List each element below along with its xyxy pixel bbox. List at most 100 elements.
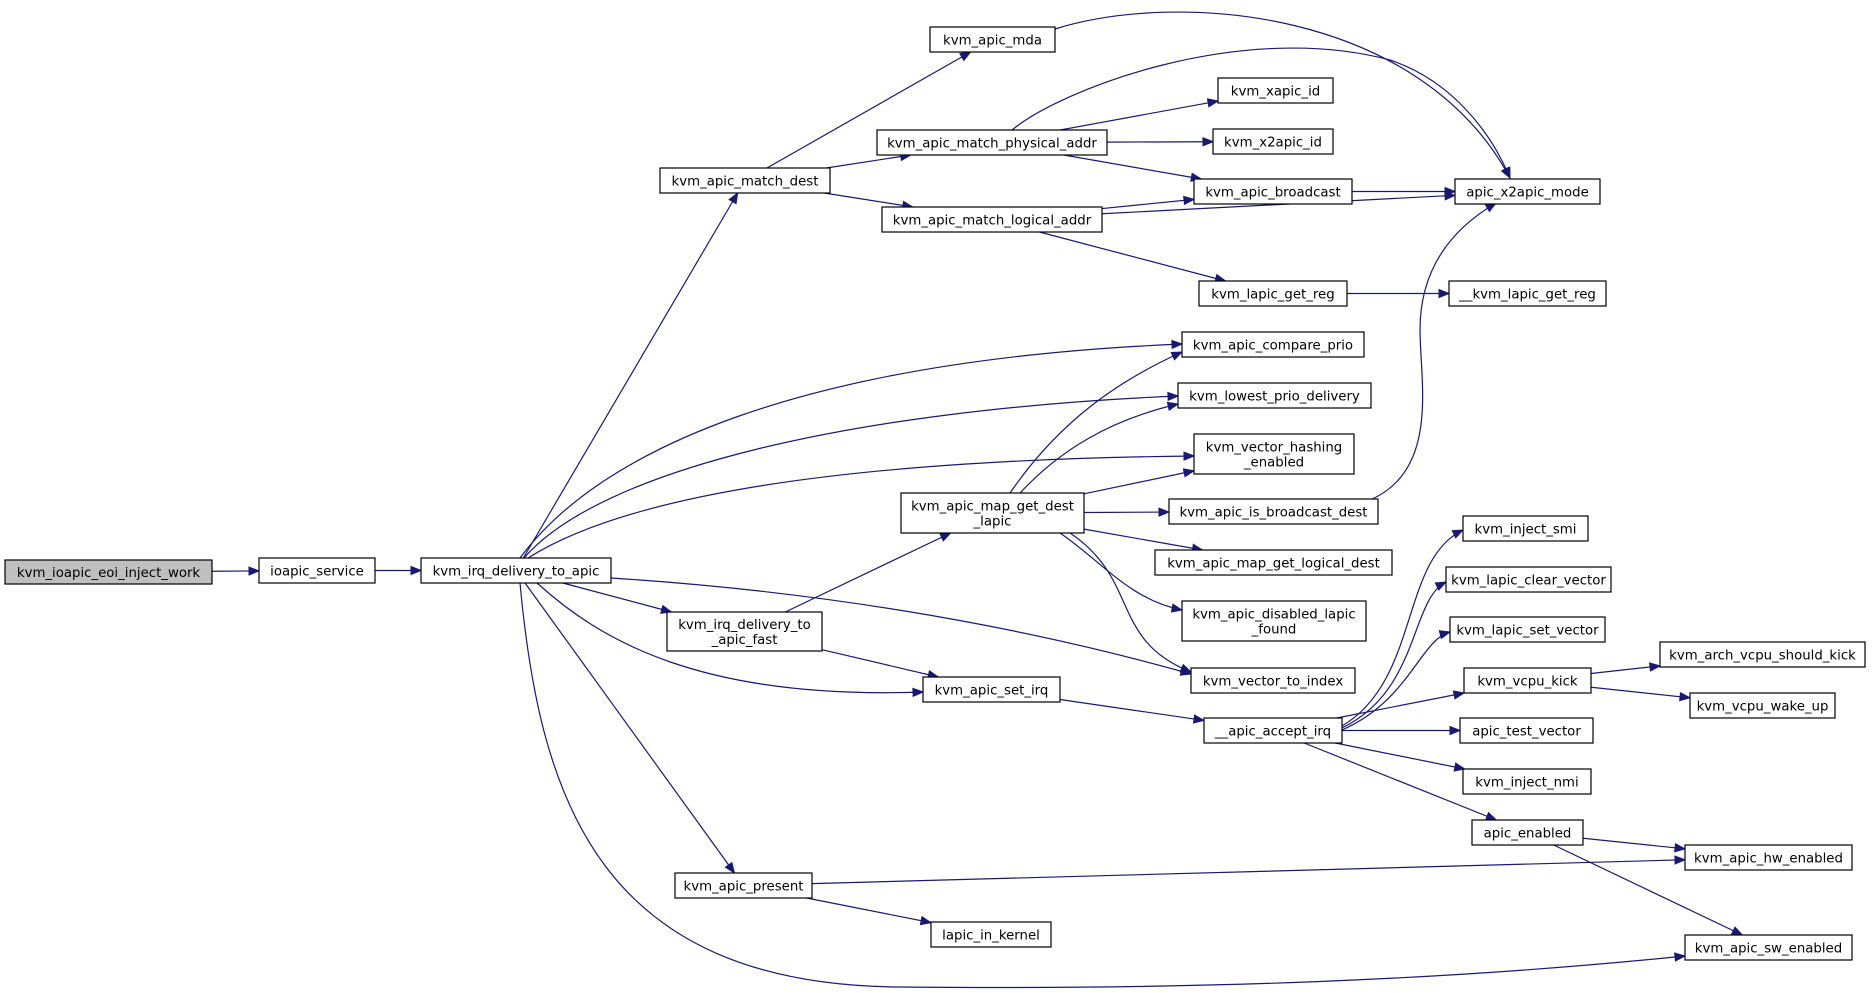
edge-line	[1054, 11, 1511, 179]
node-lapic-in-kernel[interactable]: lapic_in_kernel	[930, 921, 1052, 948]
node-kvm-lapic-clear-vector[interactable]: kvm_lapic_clear_vector	[1445, 566, 1612, 593]
edge-line	[1039, 231, 1226, 282]
edge-arrowhead	[1453, 762, 1467, 772]
edge-arrowhead	[1449, 725, 1462, 736]
node-box	[1193, 433, 1355, 475]
node-apic-x2apic-mode[interactable]: apic_x2apic_mode	[1454, 178, 1601, 205]
node-label: kvm_apic_disabled_lapic	[1192, 608, 1355, 623]
node-kvm-apic-sw-enabled[interactable]: kvm_apic_sw_enabled	[1684, 934, 1853, 961]
edge-arrowhead	[248, 566, 261, 576]
edge-line	[1341, 631, 1451, 731]
edge-__apic_accept_irq-to-kvm_lapic_set_vector	[1341, 630, 1452, 731]
edge-line	[524, 582, 735, 874]
node-label: kvm_apic_map_get_logical_dest	[1167, 557, 1380, 572]
node-kvm-apic-match-dest[interactable]: kvm_apic_match_dest	[659, 167, 831, 194]
node-kvm-apic-set-irq[interactable]: kvm_apic_set_irq	[922, 676, 1061, 703]
node-kvm-vector-hashing-enabled[interactable]: kvm_vector_hashing_enabled	[1193, 433, 1355, 475]
edge-kvm_apic_present-to-kvm_apic_hw_enabled	[811, 855, 1687, 885]
node-kvm-apic-present[interactable]: kvm_apic_present	[674, 872, 813, 899]
node-box	[1154, 549, 1393, 576]
node---kvm-lapic-get-reg[interactable]: __kvm_lapic_get_reg	[1448, 280, 1607, 307]
node-kvm-apic-mda[interactable]: kvm_apic_mda	[929, 26, 1056, 53]
node-box	[922, 676, 1061, 703]
node-label: kvm_apic_mda	[943, 34, 1042, 49]
node-box	[420, 557, 612, 584]
edge-kvm_irq_delivery_to_apic-to-kvm_apic_compare_prio	[519, 339, 1184, 559]
edge-line	[536, 582, 924, 694]
node-apic-enabled[interactable]: apic_enabled	[1471, 819, 1584, 846]
edge-kvm_apic_map_get_dest_lapic-to-kvm_apic_compare_prio	[1009, 351, 1184, 494]
edge-ioapic_service-to-kvm_irq_delivery_to_apic	[375, 565, 423, 576]
edge-__apic_accept_irq-to-apic_test_vector	[1342, 725, 1462, 736]
edge-kvm_irq_delivery_to_apic-to-kvm_lowest_prio_delivery	[523, 391, 1180, 559]
node-kvm-vcpu-wake-up[interactable]: kvm_vcpu_wake_up	[1689, 692, 1836, 719]
edge-kvm_apic_map_get_dest_lapic-to-kvm_vector_hashing_enabled	[1083, 468, 1196, 495]
node-box	[876, 129, 1108, 156]
edge-kvm_apic_set_irq-to-__apic_accept_irq	[1059, 698, 1206, 724]
node-label: kvm_apic_map_get_dest	[911, 500, 1074, 515]
node-kvm-irq-delivery-to-apic[interactable]: kvm_irq_delivery_to_apic	[420, 557, 612, 584]
node-kvm-vcpu-kick[interactable]: kvm_vcpu_kick	[1463, 667, 1592, 694]
edge-line	[1341, 529, 1464, 727]
node-label: _found	[1251, 623, 1297, 638]
node-label: apic_x2apic_mode	[1466, 186, 1589, 201]
node-kvm-arch-vcpu-should-kick[interactable]: kvm_arch_vcpu_should_kick	[1659, 641, 1866, 668]
node-kvm-lapic-get-reg[interactable]: kvm_lapic_get_reg	[1198, 280, 1348, 307]
node-ioapic-service[interactable]: ioapic_service	[258, 557, 376, 584]
edge-__apic_accept_irq-to-kvm_inject_nmi	[1335, 742, 1467, 772]
edge-arrowhead	[1730, 926, 1744, 936]
edge-arrowhead	[939, 532, 952, 542]
node-kvm-irq-delivery-to-apic-fast[interactable]: kvm_irq_delivery_to_apic_fast	[666, 611, 823, 652]
node---apic-accept-irq[interactable]: __apic_accept_irq	[1203, 717, 1343, 744]
node-box	[1445, 566, 1612, 593]
node-kvm-xapic-id[interactable]: kvm_xapic_id	[1217, 77, 1334, 104]
node-kvm-apic-hw-enabled[interactable]: kvm_apic_hw_enabled	[1684, 844, 1853, 871]
node-kvm-lapic-set-vector[interactable]: kvm_lapic_set_vector	[1449, 616, 1606, 643]
edge-arrowhead	[1649, 662, 1662, 672]
edge-kvm_apic_is_broadcast_dest-to-apic_x2apic_mode	[1369, 202, 1498, 501]
edge-line	[1011, 47, 1511, 179]
edge-arrowhead	[1179, 663, 1193, 673]
node-kvm-apic-map-get-dest-lapic[interactable]: kvm_apic_map_get_dest_lapic	[900, 492, 1085, 534]
node-kvm-apic-disabled-lapic-found[interactable]: kvm_apic_disabled_lapic_found	[1181, 600, 1367, 642]
node-kvm-inject-nmi[interactable]: kvm_inject_nmi	[1462, 768, 1592, 795]
node-kvm-apic-broadcast[interactable]: kvm_apic_broadcast	[1193, 178, 1353, 205]
edge-arrowhead	[919, 915, 933, 926]
edge-line	[1083, 470, 1195, 495]
edge-line	[522, 192, 739, 559]
node-label: kvm_apic_broadcast	[1205, 186, 1340, 201]
node-kvm-ioapic-eoi-inject-work[interactable]: kvm_ioapic_eoi_inject_work	[4, 559, 213, 585]
edge-kvm_ioapic_eoi_inject_work-to-ioapic_service	[211, 566, 261, 576]
edge-kvm_apic_match_logical_addr-to-kvm_apic_broadcast	[1101, 195, 1196, 210]
node-kvm-lowest-prio-delivery[interactable]: kvm_lowest_prio_delivery	[1177, 382, 1372, 409]
node-box	[4, 559, 213, 585]
edge-kvm_irq_delivery_to_apic-to-kvm_apic_match_dest	[522, 191, 739, 559]
edge-arrowhead	[1167, 391, 1180, 402]
edge-kvm_apic_map_get_dest_lapic-to-kvm_apic_is_broadcast_dest	[1083, 507, 1171, 517]
node-kvm-vector-to-index[interactable]: kvm_vector_to_index	[1190, 667, 1356, 694]
edge-kvm_apic_match_physical_addr-to-apic_x2apic_mode	[1011, 47, 1511, 180]
node-label: kvm_apic_is_broadcast_dest	[1179, 506, 1367, 521]
node-box	[1190, 667, 1356, 694]
edge-line	[610, 577, 1192, 675]
node-label: kvm_lapic_set_vector	[1456, 624, 1599, 639]
node-kvm-x2apic-id[interactable]: kvm_x2apic_id	[1212, 128, 1334, 155]
edge-arrowhead	[728, 191, 739, 205]
edge-line	[1101, 198, 1195, 210]
edge-line	[1336, 692, 1465, 719]
node-apic-test-vector[interactable]: apic_test_vector	[1459, 717, 1594, 744]
edge-arrowhead	[1170, 603, 1184, 613]
edge-arrowhead	[1182, 468, 1196, 478]
node-box	[1181, 331, 1365, 358]
node-kvm-inject-smi[interactable]: kvm_inject_smi	[1462, 515, 1589, 542]
node-kvm-apic-map-get-logical-dest[interactable]: kvm_apic_map_get_logical_dest	[1154, 549, 1393, 576]
edge-line	[1059, 532, 1183, 611]
node-kvm-apic-is-broadcast-dest[interactable]: kvm_apic_is_broadcast_dest	[1168, 498, 1379, 525]
node-kvm-apic-match-logical-addr[interactable]: kvm_apic_match_logical_addr	[881, 206, 1103, 233]
node-kvm-apic-compare-prio[interactable]: kvm_apic_compare_prio	[1181, 331, 1365, 358]
edge-line	[519, 343, 1183, 559]
node-box	[1463, 667, 1592, 694]
node-kvm-apic-match-physical-addr[interactable]: kvm_apic_match_physical_addr	[876, 129, 1108, 156]
node-box	[1168, 498, 1379, 525]
